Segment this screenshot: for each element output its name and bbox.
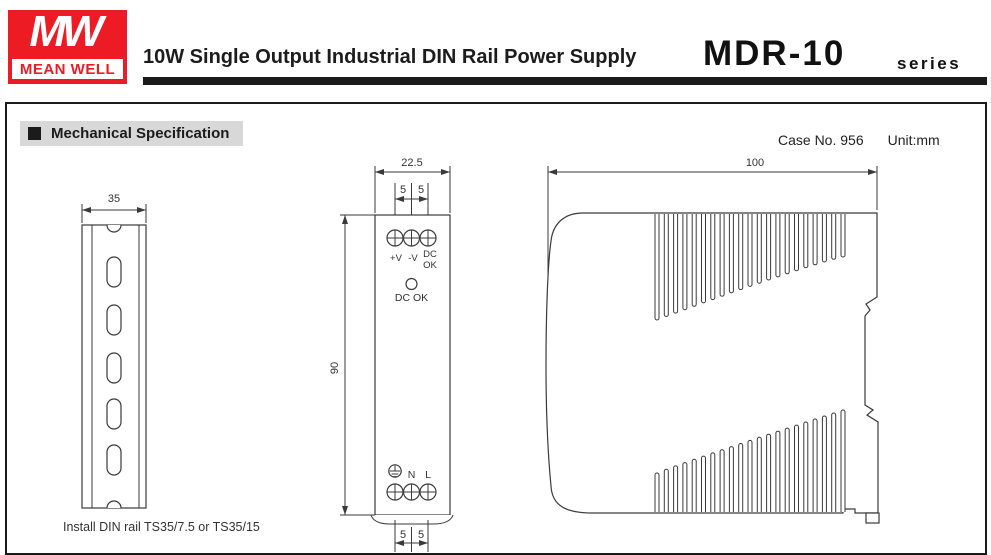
model-number: MDR-10 [703,34,846,73]
terminal-label-plus-v: +V [390,253,403,264]
front-body [374,214,451,516]
terminal-label-ok: OK [423,260,437,271]
rail-slot [106,304,122,336]
terminal-label-dc: DC [423,249,437,260]
screw-terminal-icon [419,229,437,247]
din-rail-width-dim: 35 [108,193,120,205]
earth-ground-icon [388,464,402,478]
dc-ok-led-icon [405,277,418,291]
mean-well-logo: MW MEAN WELL [8,7,127,84]
title-underline [143,77,987,85]
series-label: series [897,54,962,73]
terminal-label-l: L [425,469,431,481]
front-width-dim: 22.5 [401,157,422,169]
screw-terminal-icon [386,229,404,247]
front-clip-tab [370,514,454,525]
screw-terminal-icon [386,483,404,501]
pitch-dim: 5 [400,529,406,541]
terminal-label-minus-v: -V [408,253,418,264]
unit-label: Unit:mm [887,132,940,148]
section-bullet-icon [28,127,41,140]
din-rail-caption: Install DIN rail TS35/7.5 or TS35/15 [63,520,260,534]
rail-slot [106,398,122,430]
rail-bottom-notch [106,500,122,509]
page-title: 10W Single Output Industrial DIN Rail Po… [143,46,637,68]
din-rail-drawing: 35 Install DIN rail TS35/7.5 or TS35/15 [63,193,260,534]
case-no-label: Case No. 956 [778,132,864,148]
screw-terminal-icon [402,229,421,247]
vent-fins-bottom [654,409,846,512]
logo-mw-text: MW [29,7,103,56]
screw-terminal-icon [402,483,421,501]
rail-top-notch [106,224,122,233]
logo-brand-text: MEAN WELL [19,60,116,78]
rail-slot [106,352,122,384]
side-foot-tab [865,512,880,524]
pitch-dim: 5 [418,529,424,541]
case-info: Case No. 956 Unit:mm [778,132,940,148]
section-heading-text: Mechanical Specification [51,125,230,142]
front-height-dim: 90 [329,362,341,374]
screw-terminal-icon [419,483,437,501]
led-label: DC OK [395,292,428,304]
pitch-dim: 5 [400,184,406,196]
logo-brand-band: MEAN WELL [12,59,123,79]
rail-slot [106,256,122,288]
vent-fins-top [654,214,846,321]
pitch-dim: 5 [418,184,424,196]
side-view-drawing: 100 [545,157,880,524]
terminal-label-n: N [408,469,416,481]
front-view-drawing: 22.5 5 5 90 +V -V DC OK DC OK [329,157,454,552]
section-heading: Mechanical Specification [20,121,244,146]
rail-slot [106,444,122,476]
side-width-dim: 100 [746,157,764,169]
